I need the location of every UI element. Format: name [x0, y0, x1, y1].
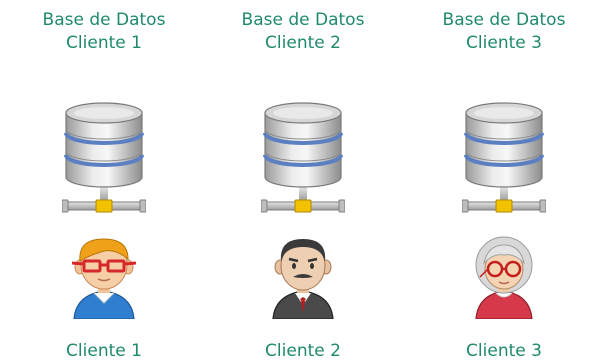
database-title-line1: Base de Datos	[241, 10, 365, 30]
database-server-icon	[261, 101, 345, 214]
database-title-line2: Cliente 3	[466, 33, 542, 53]
database-title-line2: Cliente 2	[265, 33, 341, 53]
client-column-3: Base de Datos Cliente 3 Cliente	[404, 0, 604, 364]
client-column-2: Base de Datos Cliente 2	[203, 0, 403, 364]
client-label-3: Cliente 3	[466, 341, 542, 361]
older-man-icon	[272, 239, 334, 319]
database-title-line1: Base de Datos	[42, 10, 166, 30]
database-title-3: Base de Datos Cliente 3	[404, 9, 604, 55]
database-server-icon	[62, 101, 146, 214]
client-label-2: Cliente 2	[265, 341, 341, 361]
database-title-1: Base de Datos Cliente 1	[4, 9, 204, 55]
database-title-2: Base de Datos Cliente 2	[203, 9, 403, 55]
young-person-icon	[71, 238, 137, 319]
client-column-1: Base de Datos Cliente 1	[4, 0, 204, 364]
client-label-1: Cliente 1	[66, 341, 142, 361]
database-server-icon	[462, 101, 546, 214]
database-title-line1: Base de Datos	[442, 10, 566, 30]
database-title-line2: Cliente 1	[66, 33, 142, 53]
elderly-woman-icon	[475, 236, 533, 319]
